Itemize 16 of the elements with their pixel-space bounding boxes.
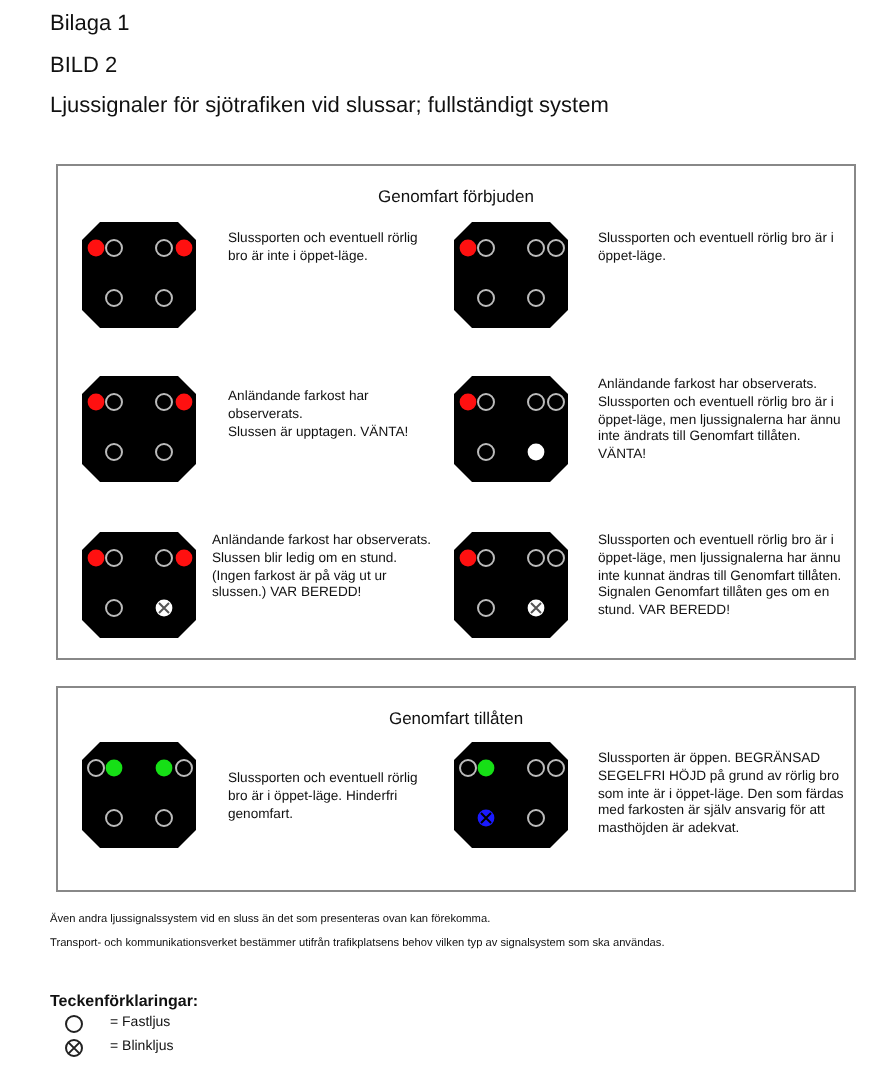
signal-board: [82, 532, 196, 638]
signal-panel: [56, 164, 856, 660]
signal-panel: [56, 686, 856, 892]
panel-heading: Genomfart tillåten: [386, 708, 526, 728]
diagram-title: Ljussignaler för sjötrafiken vid slussar; fullständigt system: [50, 94, 609, 118]
signal-board: [454, 222, 568, 328]
signal-board: [454, 532, 568, 638]
signal-board: [82, 742, 196, 848]
legend-heading: Teckenförklaringar:: [50, 992, 199, 1010]
panel-heading: Genomfart förbjuden: [376, 186, 536, 206]
heading-text: Bilaga 1: [50, 12, 130, 36]
signal-board: [82, 222, 196, 328]
signal-board: [454, 742, 568, 848]
signal-board: [454, 376, 568, 482]
signal-board: [82, 376, 196, 482]
heading-text: BILD 2: [50, 54, 118, 78]
